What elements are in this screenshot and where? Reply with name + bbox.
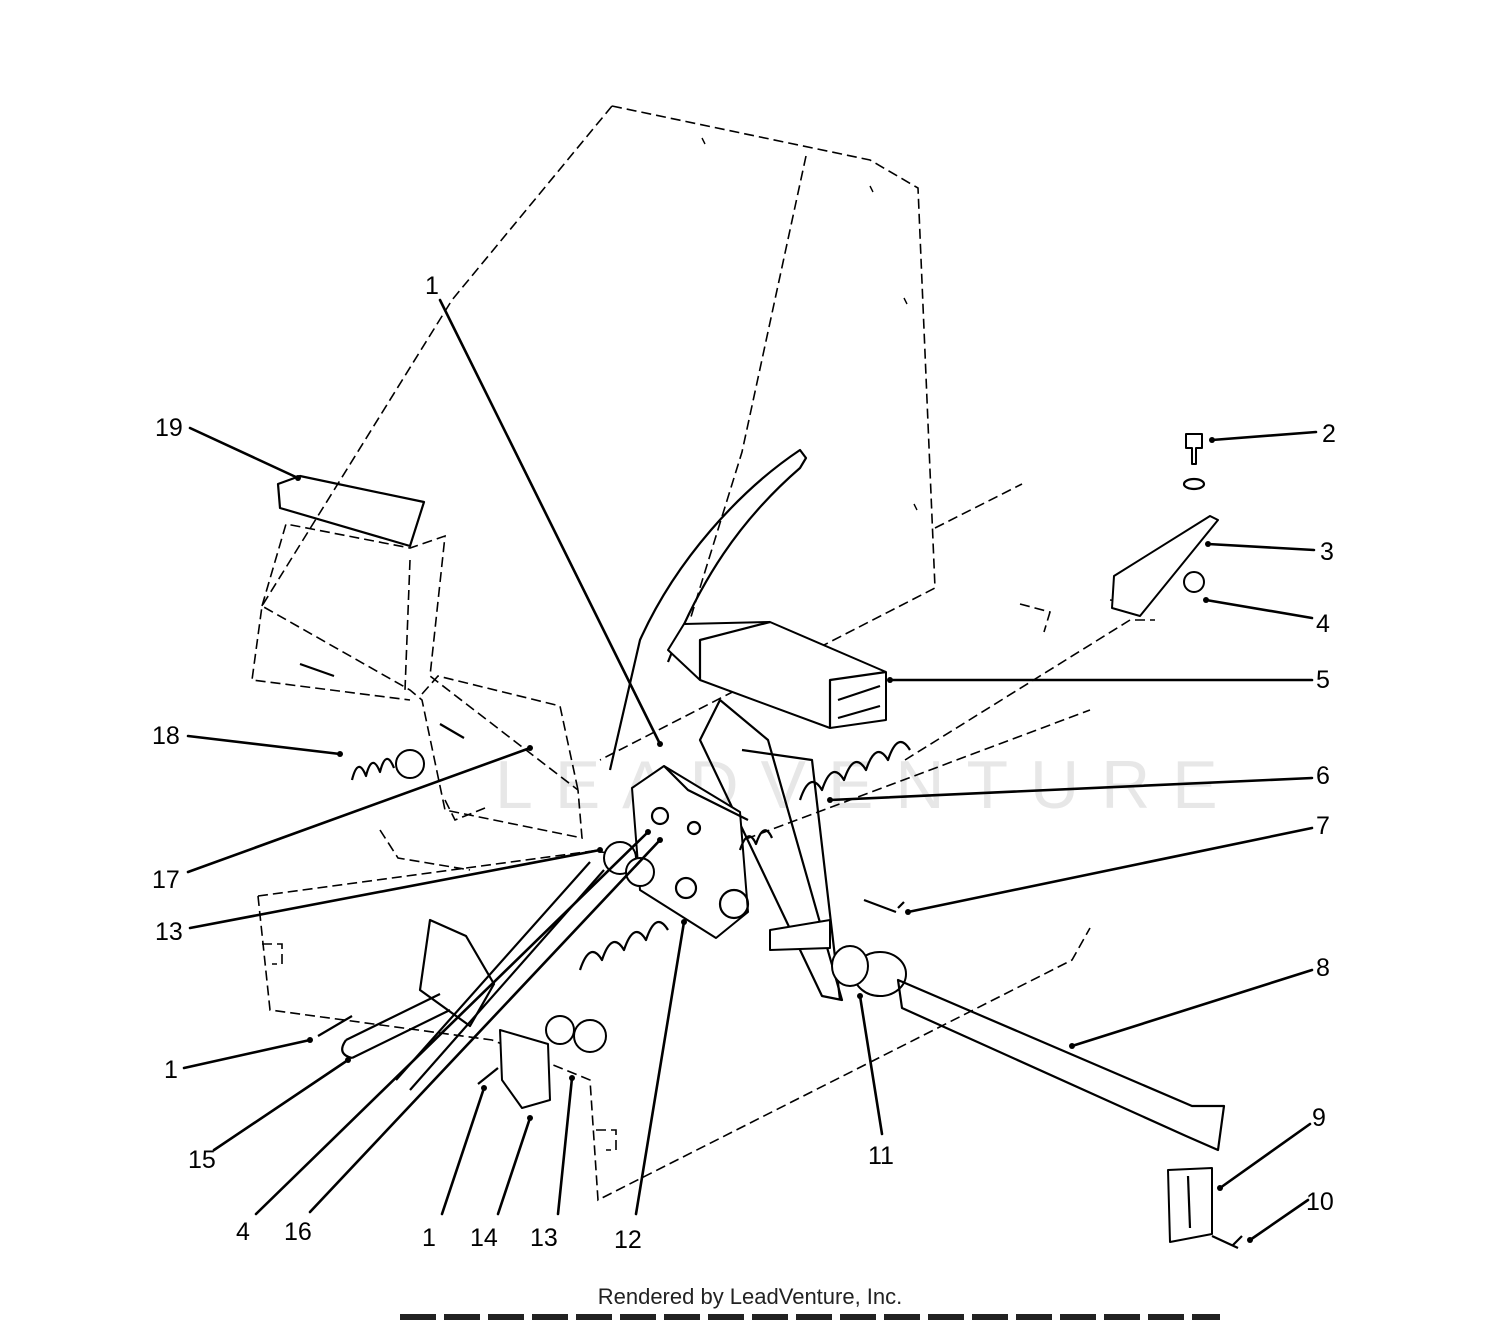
callout-1-bottom[interactable]: 1 — [422, 1224, 436, 1252]
callout-13-left[interactable]: 13 — [155, 918, 183, 946]
pedal-pad — [667, 620, 887, 729]
footer-credit: Rendered by LeadVenture, Inc. — [597, 1284, 903, 1309]
callout-labels: 1 19 18 17 13 1 15 4 16 1 14 13 12 11 2 … — [152, 272, 1336, 1254]
callout-16[interactable]: 16 — [284, 1218, 312, 1246]
links — [276, 474, 1243, 1249]
left-bracket — [261, 523, 583, 839]
watermark: LEADVENTURE — [495, 747, 1240, 823]
callout-6[interactable]: 6 — [1316, 762, 1330, 790]
pivot-plate — [631, 765, 750, 939]
leader-dots — [295, 437, 1253, 1243]
callout-12[interactable]: 12 — [614, 1226, 642, 1254]
footer-bar — [400, 1314, 1220, 1320]
callout-14[interactable]: 14 — [470, 1224, 498, 1252]
callout-11[interactable]: 11 — [868, 1142, 894, 1170]
callout-7[interactable]: 7 — [1316, 812, 1330, 840]
callout-17[interactable]: 17 — [152, 866, 180, 894]
callout-18[interactable]: 18 — [152, 722, 180, 750]
callout-1-left[interactable]: 1 — [164, 1056, 178, 1084]
frame-panel — [251, 105, 1023, 761]
callout-4-bottom[interactable]: 4 — [236, 1218, 250, 1246]
callout-15[interactable]: 15 — [188, 1146, 216, 1174]
callout-4-right[interactable]: 4 — [1316, 610, 1330, 638]
callout-10[interactable]: 10 — [1306, 1188, 1334, 1216]
callout-8[interactable]: 8 — [1316, 954, 1330, 982]
callout-13-bottom[interactable]: 13 — [530, 1224, 558, 1252]
callout-3[interactable]: 3 — [1320, 538, 1334, 566]
callout-1-top[interactable]: 1 — [425, 272, 439, 300]
callout-19[interactable]: 19 — [155, 414, 183, 442]
callout-9[interactable]: 9 — [1312, 1104, 1326, 1132]
leader-lines — [182, 298, 1318, 1243]
springs — [350, 740, 911, 971]
callout-2[interactable]: 2 — [1322, 420, 1336, 448]
callout-5[interactable]: 5 — [1316, 666, 1330, 694]
